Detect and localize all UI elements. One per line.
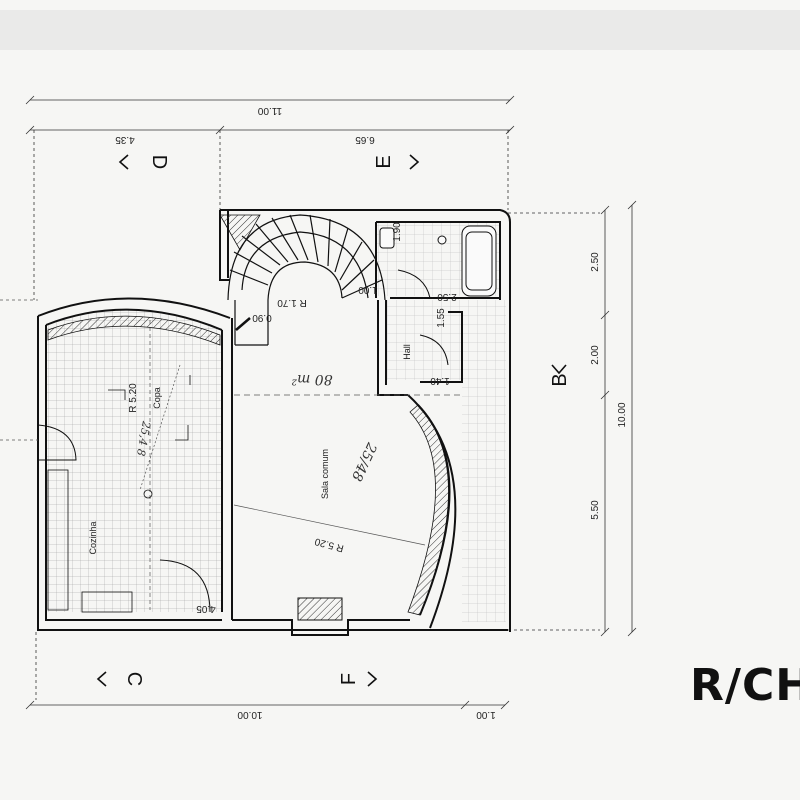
hall-width-dim: 1.55 [436, 308, 447, 328]
kitchen-floor [46, 308, 222, 612]
dim-top-right: 6.65 [355, 134, 375, 145]
bath-depth-dim: 2.50 [437, 291, 457, 302]
walls [37, 209, 511, 636]
stair-radius: R 1.70 [277, 297, 307, 308]
dim-bottom-total: 10.00 [237, 709, 262, 720]
axis-e-label: E [373, 155, 395, 168]
dim-bottom-small: 1.00 [476, 709, 496, 720]
stamp-text: R/CH [690, 660, 800, 711]
handwritten-kitchen: 25,4 8 [134, 419, 153, 457]
living-label: Sala comum [320, 449, 330, 499]
axis-d-label: D [148, 155, 170, 169]
axis-c-label: C [123, 672, 145, 686]
kitchen-counter [47, 375, 191, 613]
terrace-floor-2 [386, 300, 462, 380]
handwritten-note: 25/48 [348, 439, 380, 483]
pantry-label: Copa [152, 387, 162, 409]
scan-noise [0, 10, 800, 50]
guide-lines [0, 299, 460, 610]
dim-right-bottom: 5.50 [590, 500, 601, 520]
stair-small-dim: 0.90 [252, 312, 272, 323]
axis-b-label: B [549, 373, 571, 386]
dim-top-left: 4.35 [115, 134, 135, 145]
spiral-staircase [227, 214, 386, 346]
bathroom-fixtures [379, 225, 497, 297]
hall-label: Hall [402, 344, 412, 360]
stair-top-dim: 1.00 [358, 284, 378, 295]
dimension-lines [25, 95, 637, 710]
hall-depth-dim: 1.40 [430, 375, 450, 386]
kitchen-width-dim: 4.05 [196, 603, 216, 614]
planters [47, 214, 449, 616]
terrace-floor [462, 300, 506, 622]
handwritten-area: 80 m² [291, 371, 333, 387]
pantry-radius: R 5.20 [128, 383, 139, 413]
dim-right-mid: 2.00 [590, 345, 601, 365]
living-radius: R 5.20 [313, 535, 345, 553]
bath-width-dim: 1.90 [392, 222, 403, 242]
axis-f-label: F [338, 673, 360, 685]
axis-markers [96, 154, 567, 687]
doors [37, 269, 449, 613]
fireplace [297, 597, 343, 621]
dim-right-top: 2.50 [590, 252, 601, 272]
kitchen-label: Cozinha [88, 521, 98, 554]
dim-right-total: 10.00 [617, 402, 628, 427]
dim-top-total: 11.00 [257, 105, 282, 116]
